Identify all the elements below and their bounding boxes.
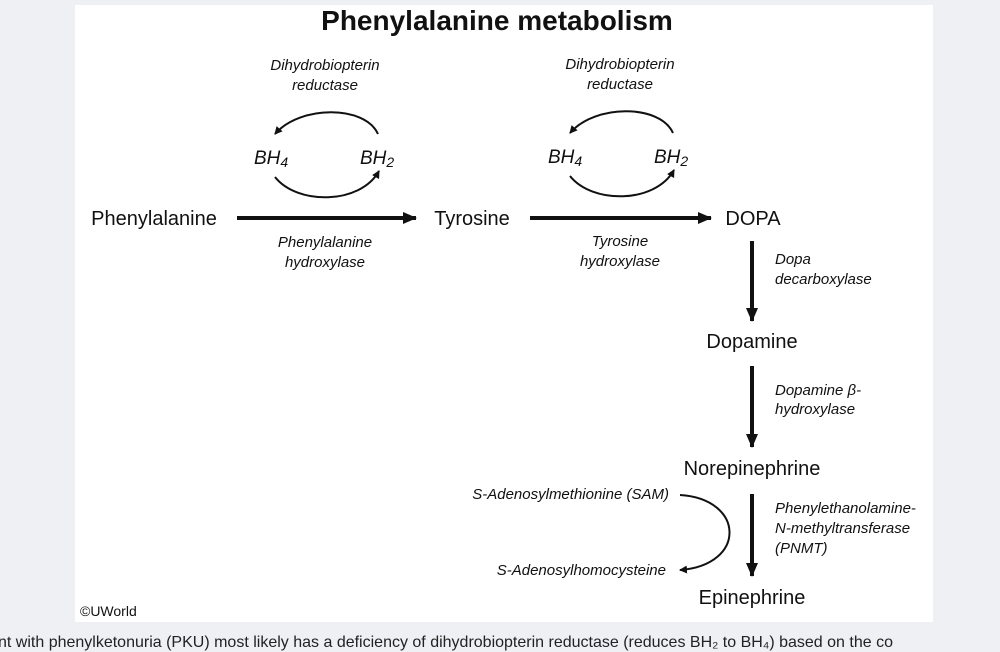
cycle2-enzyme-line2: reductase bbox=[587, 76, 653, 93]
cycle2-enzyme-line1: Dihydrobiopterin bbox=[565, 56, 674, 73]
tyr-hydroxylase-line2: hydroxylase bbox=[580, 253, 660, 270]
cycle1-lower-arrow bbox=[274, 170, 380, 199]
diagram-title: Phenylalanine metabolism bbox=[321, 5, 673, 36]
tyr-hydroxylase-line1: Tyrosine bbox=[592, 233, 648, 250]
node-dopa: DOPA bbox=[725, 208, 781, 230]
cycle1-bh4: BH4 bbox=[254, 148, 288, 170]
cycle1-bh2: BH2 bbox=[360, 148, 394, 170]
pnmt-line1: Phenylethanolamine- bbox=[775, 500, 916, 517]
sam-to-sah-arrow bbox=[679, 494, 731, 574]
cycle2-upper-arrow bbox=[569, 110, 674, 134]
node-dopamine: Dopamine bbox=[706, 331, 797, 353]
dopa-decarboxylase-line1: Dopa bbox=[775, 251, 811, 268]
pnmt-line3: (PNMT) bbox=[775, 540, 828, 557]
cycle2-lower-arrow bbox=[569, 169, 675, 198]
sah-label: S-Adenosylhomocysteine bbox=[497, 562, 666, 579]
pathway-figure: Phenylalanine metabolism Dihydrobiopteri… bbox=[75, 5, 933, 622]
phe-hydroxylase-line2: hydroxylase bbox=[285, 254, 365, 271]
node-epinephrine: Epinephrine bbox=[699, 587, 806, 609]
cycle2-bh4: BH4 bbox=[548, 147, 582, 169]
copyright-label: ©UWorld bbox=[80, 603, 137, 619]
node-tyrosine: Tyrosine bbox=[434, 208, 510, 230]
dopamine-b-hydroxylase-line1: Dopamine β- bbox=[775, 382, 861, 399]
sam-label: S-Adenosylmethionine (SAM) bbox=[472, 486, 669, 503]
cycle1-enzyme-line1: Dihydrobiopterin bbox=[270, 57, 379, 74]
pnmt-line2: N-methyltransferase bbox=[775, 520, 910, 537]
cycle2-bh2: BH2 bbox=[654, 147, 688, 169]
dopa-decarboxylase-line2: decarboxylase bbox=[775, 271, 872, 288]
phenylalanine-metabolism-diagram: Phenylalanine metabolism Dihydrobiopteri… bbox=[80, 5, 916, 619]
dopamine-b-hydroxylase-line2: hydroxylase bbox=[775, 401, 855, 418]
cycle1-enzyme-line2: reductase bbox=[292, 77, 358, 94]
cycle1-upper-arrow bbox=[274, 111, 379, 135]
node-phenylalanine: Phenylalanine bbox=[91, 208, 217, 230]
question-caption: nt with phenylketonuria (PKU) most likel… bbox=[0, 634, 893, 651]
node-norepinephrine: Norepinephrine bbox=[684, 458, 821, 480]
phe-hydroxylase-line1: Phenylalanine bbox=[278, 234, 372, 251]
